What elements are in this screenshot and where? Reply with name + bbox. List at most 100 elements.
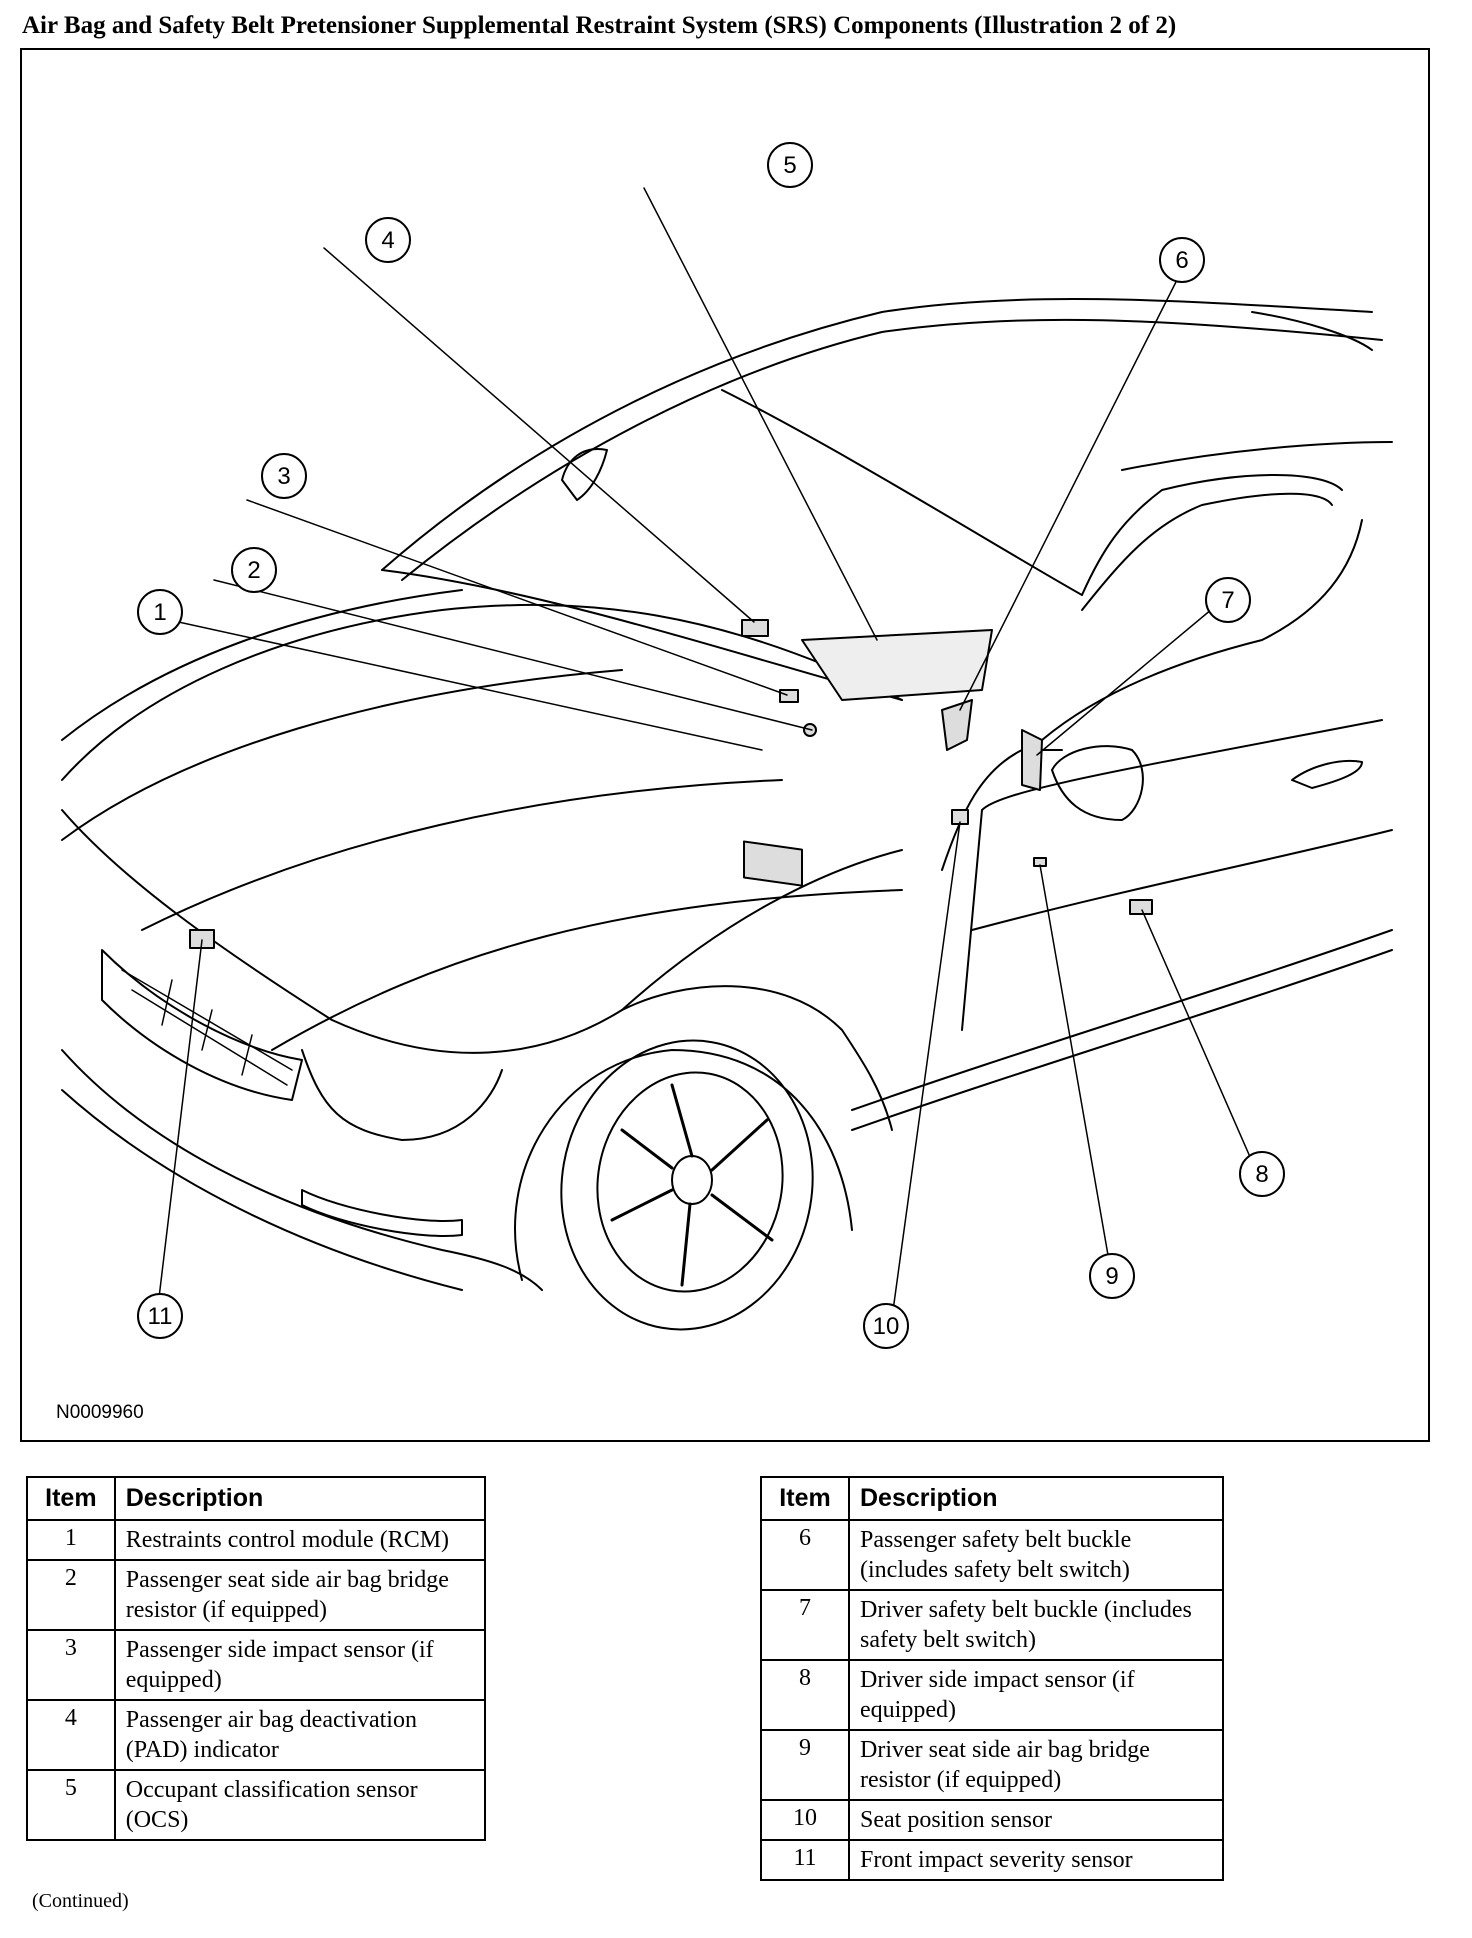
svg-text:3: 3 <box>277 463 290 490</box>
door-front <box>941 749 1063 871</box>
callout-3: 3 <box>261 453 307 499</box>
table-row: 5 Occupant classification sensor (OCS) <box>26 1769 487 1841</box>
item-description: Driver seat side air bag bridge resistor… <box>848 1729 1224 1801</box>
item-description: Occupant classification sensor (OCS) <box>113 1769 487 1841</box>
hood-stripe-1 <box>61 589 463 741</box>
item-number: 10 <box>760 1799 850 1841</box>
illustration-frame: 1 2 3 4 5 6 7 8 <box>20 48 1430 1442</box>
item-number: 11 <box>760 1839 850 1881</box>
continued-note: (Continued) <box>32 1890 129 1912</box>
front-impact-sensor <box>189 929 215 949</box>
item-number: 9 <box>760 1729 850 1801</box>
table-row: 7 Driver safety belt buckle (includes sa… <box>760 1589 1224 1661</box>
wheel-tire <box>560 1039 814 1331</box>
callout-1: 1 <box>137 589 183 635</box>
ocs-mat <box>801 629 993 701</box>
item-description: Passenger air bag deactivation (PAD) ind… <box>113 1699 487 1771</box>
rcm-module <box>743 840 803 887</box>
table-row: 6 Passenger safety belt buckle (includes… <box>760 1519 1224 1591</box>
roof-rear <box>1251 311 1373 351</box>
impact-sensor-3 <box>779 689 799 703</box>
callout-10: 10 <box>863 1303 909 1349</box>
callout-11: 11 <box>137 1293 183 1339</box>
hood-stripe-3 <box>141 779 783 931</box>
buckle-6 <box>941 699 973 751</box>
item-number: 2 <box>26 1559 116 1631</box>
legend-header-row: Item Description <box>26 1476 487 1521</box>
door-body <box>961 719 1383 1031</box>
item-number: 5 <box>26 1769 116 1841</box>
callout-7: 7 <box>1205 577 1251 623</box>
roof-right <box>1121 441 1393 471</box>
table-row: 4 Passenger air bag deactivation (PAD) i… <box>26 1699 487 1771</box>
table-row: 9 Driver seat side air bag bridge resist… <box>760 1729 1224 1801</box>
leader-lines <box>141 187 1255 1319</box>
item-number: 3 <box>26 1629 116 1701</box>
side-mirror <box>1051 745 1144 821</box>
table-row: 8 Driver side impact sensor (if equipped… <box>760 1659 1224 1731</box>
legend-header-row: Item Description <box>760 1476 1224 1521</box>
callout-2: 2 <box>231 547 277 593</box>
svg-text:7: 7 <box>1221 587 1234 614</box>
grille <box>101 949 303 1101</box>
table-row: 3 Passenger side impact sensor (if equip… <box>26 1629 487 1701</box>
legend-table-left: Item Description 1 Restraints control mo… <box>26 1476 487 1841</box>
svg-text:11: 11 <box>148 1303 173 1330</box>
callout-5: 5 <box>767 142 813 188</box>
hood-front <box>61 809 623 1054</box>
table-row: 10 Seat position sensor <box>760 1799 1224 1841</box>
wheel-spokes <box>610 1083 774 1287</box>
item-number: 6 <box>760 1519 850 1591</box>
svg-text:1: 1 <box>153 599 166 626</box>
item-description: Restraints control module (RCM) <box>113 1519 487 1561</box>
legend-table-right: Item Description 6 Passenger safety belt… <box>760 1476 1224 1881</box>
fender <box>621 985 893 1131</box>
callout-9: 9 <box>1089 1253 1135 1299</box>
table-row: 1 Restraints control module (RCM) <box>26 1519 487 1561</box>
item-description: Seat position sensor <box>848 1799 1224 1841</box>
item-description: Driver side impact sensor (if equipped) <box>848 1659 1224 1731</box>
fog-lamp <box>301 1189 463 1237</box>
mirror-left <box>561 448 608 501</box>
buckle-7 <box>1021 729 1043 791</box>
impact-sensor-8 <box>1129 899 1153 915</box>
svg-text:10: 10 <box>873 1313 900 1340</box>
door-handle <box>1291 759 1363 789</box>
a-pillar-inner <box>1081 492 1333 611</box>
item-description: Passenger side impact sensor (if equippe… <box>113 1629 487 1701</box>
hood-outline <box>61 603 903 781</box>
svg-text:2: 2 <box>247 557 260 584</box>
bumper-lower <box>61 1089 463 1291</box>
svg-text:8: 8 <box>1255 1161 1268 1188</box>
pad-indicator <box>741 619 769 637</box>
item-description: Passenger seat side air bag bridge resis… <box>113 1559 487 1631</box>
page-title: Air Bag and Safety Belt Pretensioner Sup… <box>22 12 1177 39</box>
hood-stripe-4 <box>271 889 903 1051</box>
roof-outline <box>381 297 1373 571</box>
callout-8: 8 <box>1239 1151 1285 1197</box>
table-row: 11 Front impact severity sensor <box>760 1839 1224 1881</box>
roof-edge <box>401 318 1383 581</box>
a-pillar <box>1081 474 1343 596</box>
hood-stripe-2 <box>61 669 623 841</box>
callout-6: 6 <box>1159 237 1205 283</box>
bumper <box>61 1049 543 1291</box>
item-number: 1 <box>26 1519 116 1561</box>
svg-text:6: 6 <box>1175 247 1188 274</box>
door-line <box>971 829 1393 931</box>
headlight <box>301 1049 503 1141</box>
description-header: Description <box>113 1476 487 1521</box>
svg-text:5: 5 <box>783 152 796 179</box>
item-number: 4 <box>26 1699 116 1771</box>
item-number: 8 <box>760 1659 850 1731</box>
item-number: 7 <box>760 1589 850 1661</box>
item-header: Item <box>26 1476 116 1521</box>
door-window <box>1041 519 1363 741</box>
description-header: Description <box>848 1476 1224 1521</box>
wheel-hub <box>671 1155 713 1205</box>
hood-crease <box>621 849 903 1011</box>
grille-mesh <box>121 969 293 1086</box>
fender-arch <box>514 1049 853 1281</box>
svg-text:9: 9 <box>1105 1263 1118 1290</box>
vehicle-illustration: 1 2 3 4 5 6 7 8 <box>61 142 1393 1349</box>
